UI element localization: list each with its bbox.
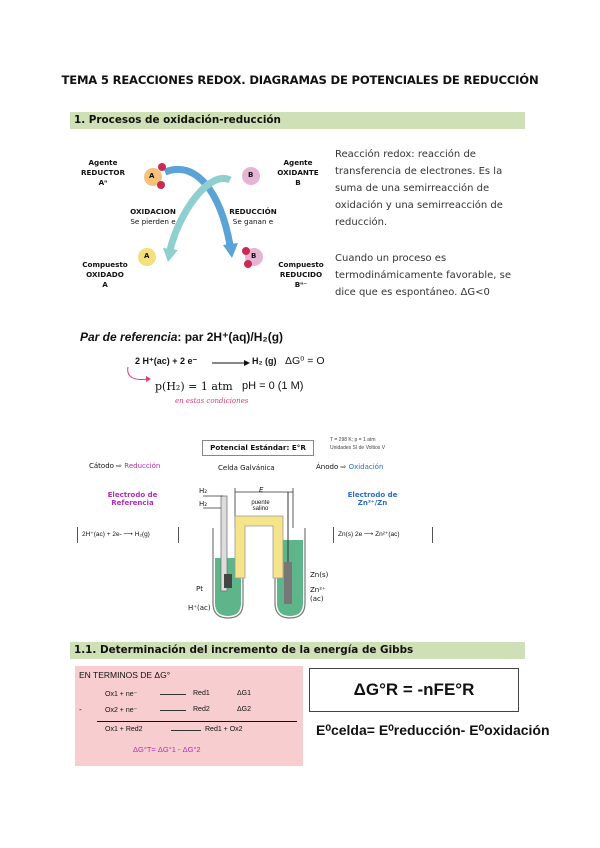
condition-pressure: p(H₂) = 1 atm (155, 380, 233, 393)
galvanic-cell-diagram (203, 488, 306, 619)
condition-ph: pH = 0 (1 M) (242, 380, 304, 392)
section-heading: 1. Procesos de oxidación-reducción (70, 112, 525, 129)
paragraph-espontaneo: Cuando un proceso es termodinámicamente … (335, 253, 512, 298)
cell-note-2: Unidades SI de Voltios V (330, 445, 386, 451)
reaction-right: H₂ (g) (252, 356, 277, 366)
oxidacion-label: OXIDACION Se pierden e (130, 207, 176, 226)
zn-s-label: Zn(s) (310, 571, 329, 579)
gibbs-box: EN TERMINOS DE ΔG° Ox1 + ne⁻ Red1 ΔG1 - … (75, 666, 303, 766)
electrodo-referencia: Electrodo de Referencia (107, 491, 158, 507)
formula-box: ΔG°R = -nFE°R (309, 668, 519, 712)
gibbs-divider (97, 721, 297, 722)
h2-label-2: H₂ (199, 500, 208, 508)
minus-sign: - (79, 705, 82, 714)
delta-g: ΔG⁰ = O (285, 355, 325, 367)
ecelda-formula: E⁰celda= E⁰reducción- E⁰oxidación (316, 722, 550, 738)
handwritten-note: en estas condiciones (175, 397, 249, 405)
ball-b-label: B (248, 171, 254, 179)
paragraph-redox: Reacción redox: reacción de transferenci… (335, 149, 503, 228)
gibbs-row3-right: Red1 + Ox2 (205, 726, 243, 733)
redox-arrows (138, 163, 263, 268)
agente-oxidante: Agente OXIDANTE B (277, 158, 319, 187)
reaction-left: 2 H⁺(ac) + 2 e⁻ (135, 356, 198, 366)
puente-salino: puente salino (251, 500, 270, 512)
compuesto-oxidado: Compuesto OXIDADO A (82, 260, 128, 289)
reaction-arrow (212, 360, 250, 366)
e-label: E (259, 486, 264, 494)
gibbs-row1-right: Red1 (193, 690, 210, 697)
gibbs-arrow3 (171, 730, 201, 731)
gibbs-formula: ΔG°R = -nFE°R (353, 680, 475, 699)
half-reaction-oxidation: Zn(s) 2e ⟶ Zn²⁺(ac) (333, 527, 433, 543)
ball-b2-label: B (251, 252, 257, 260)
gibbs-result: ΔG°T= ΔG°1 - ΔG°2 (133, 745, 201, 754)
zn-ac-label: Zn²⁺ (ac) (310, 586, 326, 603)
gibbs-arrow1 (160, 694, 186, 695)
page-title: TEMA 5 REACCIONES REDOX. DIAGRAMAS DE PO… (61, 73, 539, 87)
anodo-row: Ánodo ⇨ Oxidación (316, 463, 384, 471)
gibbs-row2-right: Red2 (193, 706, 210, 713)
gibbs-header: EN TERMINOS DE ΔG° (79, 670, 171, 680)
h-ac-label: H⁺(ac) (188, 604, 211, 612)
celda-galvanica: Celda Galvánica (218, 464, 275, 472)
par-referencia: Par de referencia: par 2H⁺(aq)/H₂(g) (80, 330, 284, 344)
gibbs-row1-left: Ox1 + ne⁻ (105, 691, 138, 698)
half-reaction-reduction: 2H⁺(ac) + 2e- ⟶ H₂(g) (77, 527, 179, 543)
pt-label: Pt (196, 585, 203, 593)
potencial-estandar: Potencial Estándar: E°R (202, 440, 314, 456)
h2-label-1: H₂ (199, 487, 208, 495)
compuesto-reducido: Compuesto REDUCIDO Bⁿ⁻ (278, 260, 324, 289)
gibbs-row2-dg: ΔG2 (237, 706, 252, 713)
gibbs-row3-left: Ox1 + Red2 (105, 726, 143, 733)
reduccion-label: REDUCCIÓN Se ganan e (229, 207, 277, 226)
agente-reductor: Agente REDUCTOR Aⁿ (80, 158, 126, 187)
catodo-row: Cátodo ⇨ Reducción (89, 462, 161, 470)
cell-note-1: T = 298 K; p = 1 atm (330, 437, 376, 443)
gibbs-arrow2 (160, 710, 186, 711)
redox-figure: A B A B Agente REDUCTOR Aⁿ Agente OXIDAN… (70, 150, 330, 300)
curved-arrow (127, 366, 151, 382)
ball-a2-label: A (144, 252, 150, 260)
electrodo-zn: Electrodo de Zn²⁺/Zn (347, 491, 398, 507)
gibbs-row2-left: Ox2 + ne⁻ (105, 707, 138, 714)
ball-a-label: A (149, 172, 155, 180)
gibbs-row1-dg: ΔG1 (237, 690, 252, 697)
section-heading-gibbs: 1.1. Determinación del incremento de la … (70, 642, 525, 659)
